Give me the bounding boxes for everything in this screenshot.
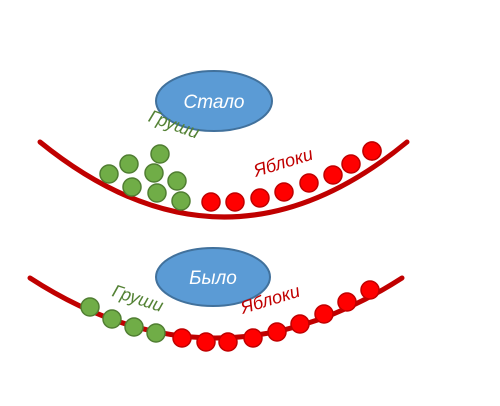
- panel-after: Стало Груши Яблоки: [37, 70, 410, 220]
- badge-before-label: Было: [189, 268, 237, 289]
- apple-circle: [218, 332, 238, 352]
- apple-circle: [323, 165, 343, 185]
- pear-circle: [171, 191, 191, 211]
- pear-circle: [122, 177, 142, 197]
- apple-circle: [196, 332, 216, 352]
- apple-circle: [337, 292, 357, 312]
- pear-circle: [146, 323, 166, 343]
- pear-circle: [124, 317, 144, 337]
- apple-circle: [274, 182, 294, 202]
- apple-circle: [201, 192, 221, 212]
- apple-circle: [290, 314, 310, 334]
- apple-circle: [267, 322, 287, 342]
- apple-circle: [362, 141, 382, 161]
- apple-circle: [172, 328, 192, 348]
- pear-circle: [144, 163, 164, 183]
- apple-circle: [225, 192, 245, 212]
- apple-circle: [299, 173, 319, 193]
- pear-circle: [102, 309, 122, 329]
- pear-circle: [167, 171, 187, 191]
- apple-circle: [360, 280, 380, 300]
- panel-before: Было Груши Яблоки: [27, 247, 405, 352]
- pear-group-before: [80, 297, 166, 343]
- pear-circle: [147, 183, 167, 203]
- bowl-arc: [37, 139, 410, 220]
- apple-circle: [314, 304, 334, 324]
- apple-circle: [341, 154, 361, 174]
- badge-after-label: Стало: [184, 92, 245, 113]
- apple-group-before: [172, 280, 380, 352]
- pear-group-after: [99, 144, 191, 211]
- apple-group-after: [201, 141, 382, 212]
- pear-circle: [80, 297, 100, 317]
- badge-after: [155, 70, 273, 132]
- apple-circle: [243, 328, 263, 348]
- pear-circle: [150, 144, 170, 164]
- pear-circle: [99, 164, 119, 184]
- badge-before: [155, 247, 271, 307]
- pear-circle: [119, 154, 139, 174]
- apple-circle: [250, 188, 270, 208]
